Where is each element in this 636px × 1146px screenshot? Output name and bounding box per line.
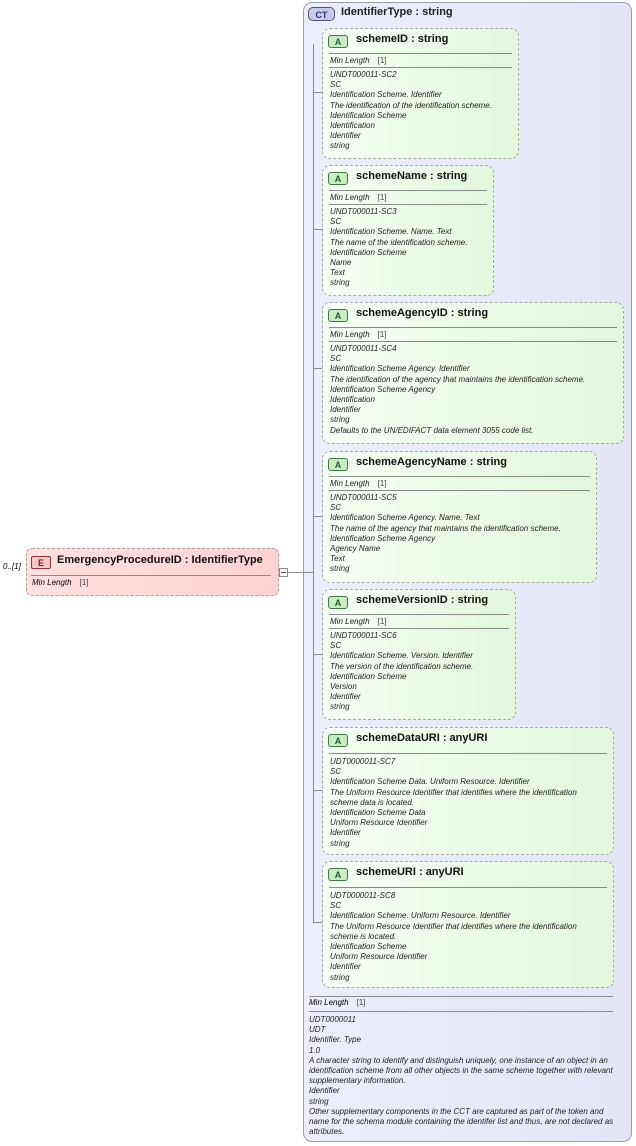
divider [329, 614, 509, 615]
facet-min-length: Min Length[1] [330, 617, 387, 626]
divider [309, 1011, 613, 1012]
element-title: EmergencyProcedureID : IdentifierType [57, 554, 263, 566]
divider [329, 476, 590, 477]
divider [329, 327, 617, 328]
attribute-icon: A [328, 868, 348, 881]
divider [329, 190, 487, 191]
divider [31, 575, 271, 576]
divider [329, 341, 617, 342]
divider [329, 753, 607, 754]
collapse-toggle-icon[interactable] [279, 568, 288, 577]
attribute-icon: A [328, 596, 348, 609]
attribute-name: schemeAgencyName : string [356, 456, 507, 468]
divider [329, 490, 590, 491]
attribute-icon: A [328, 734, 348, 747]
attr-connector-line [313, 516, 322, 517]
facet-min-length: Min Length[1] [330, 193, 387, 202]
element-icon: E [31, 556, 51, 569]
attribute-icon: A [328, 172, 348, 185]
element-facet-min-length: Min Length[1] [32, 578, 89, 587]
divider [329, 204, 487, 205]
complex-type-icon: CT [308, 7, 335, 21]
attribute-name: schemeDataURI : anyURI [356, 732, 488, 744]
divider [329, 67, 512, 68]
attr-connector-line [313, 229, 322, 230]
attribute-name: schemeVersionID : string [356, 594, 489, 606]
complex-type-title: IdentifierType : string [341, 6, 453, 18]
attribute-schemeAgencyName[interactable]: A schemeAgencyName : string Min Length[1… [322, 451, 597, 583]
divider [329, 628, 509, 629]
attribute-icon: A [328, 458, 348, 471]
element-cardinality: 0..[1] [3, 562, 21, 571]
divider [309, 996, 613, 997]
type-documentation: UDT0000011 UDT Identifier. Type 1.0 A ch… [309, 1015, 614, 1137]
facet-min-length: Min Length[1] [330, 479, 387, 488]
attr-connector-line [313, 654, 322, 655]
facet-min-length: Min Length[1] [330, 56, 387, 65]
attribute-name: schemeAgencyID : string [356, 307, 489, 319]
attribute-schemeName[interactable]: A schemeName : string Min Length[1] UNDT… [322, 165, 494, 296]
attribute-icon: A [328, 35, 348, 48]
divider [329, 887, 607, 888]
attr-connector-line [313, 922, 322, 923]
attribute-schemeID[interactable]: A schemeID : string Min Length[1] UNDT00… [322, 28, 519, 159]
attribute-name: schemeName : string [356, 170, 468, 182]
attr-connector-line [313, 92, 322, 93]
element-connector-line [288, 572, 313, 573]
attribute-schemeAgencyID[interactable]: A schemeAgencyID : string Min Length[1] … [322, 302, 624, 444]
type-facet-min-length: Min Length[1] [309, 998, 366, 1007]
attr-connector-line [313, 790, 322, 791]
attribute-schemeVersionID[interactable]: A schemeVersionID : string Min Length[1]… [322, 589, 516, 720]
attr-connector-line [313, 368, 322, 369]
divider [329, 53, 512, 54]
attribute-icon: A [328, 309, 348, 322]
attribute-name: schemeID : string [356, 33, 449, 45]
element-box[interactable] [26, 548, 279, 596]
attribute-name: schemeURI : anyURI [356, 866, 464, 878]
facet-min-length: Min Length[1] [330, 330, 387, 339]
tree-trunk-line [313, 44, 314, 922]
